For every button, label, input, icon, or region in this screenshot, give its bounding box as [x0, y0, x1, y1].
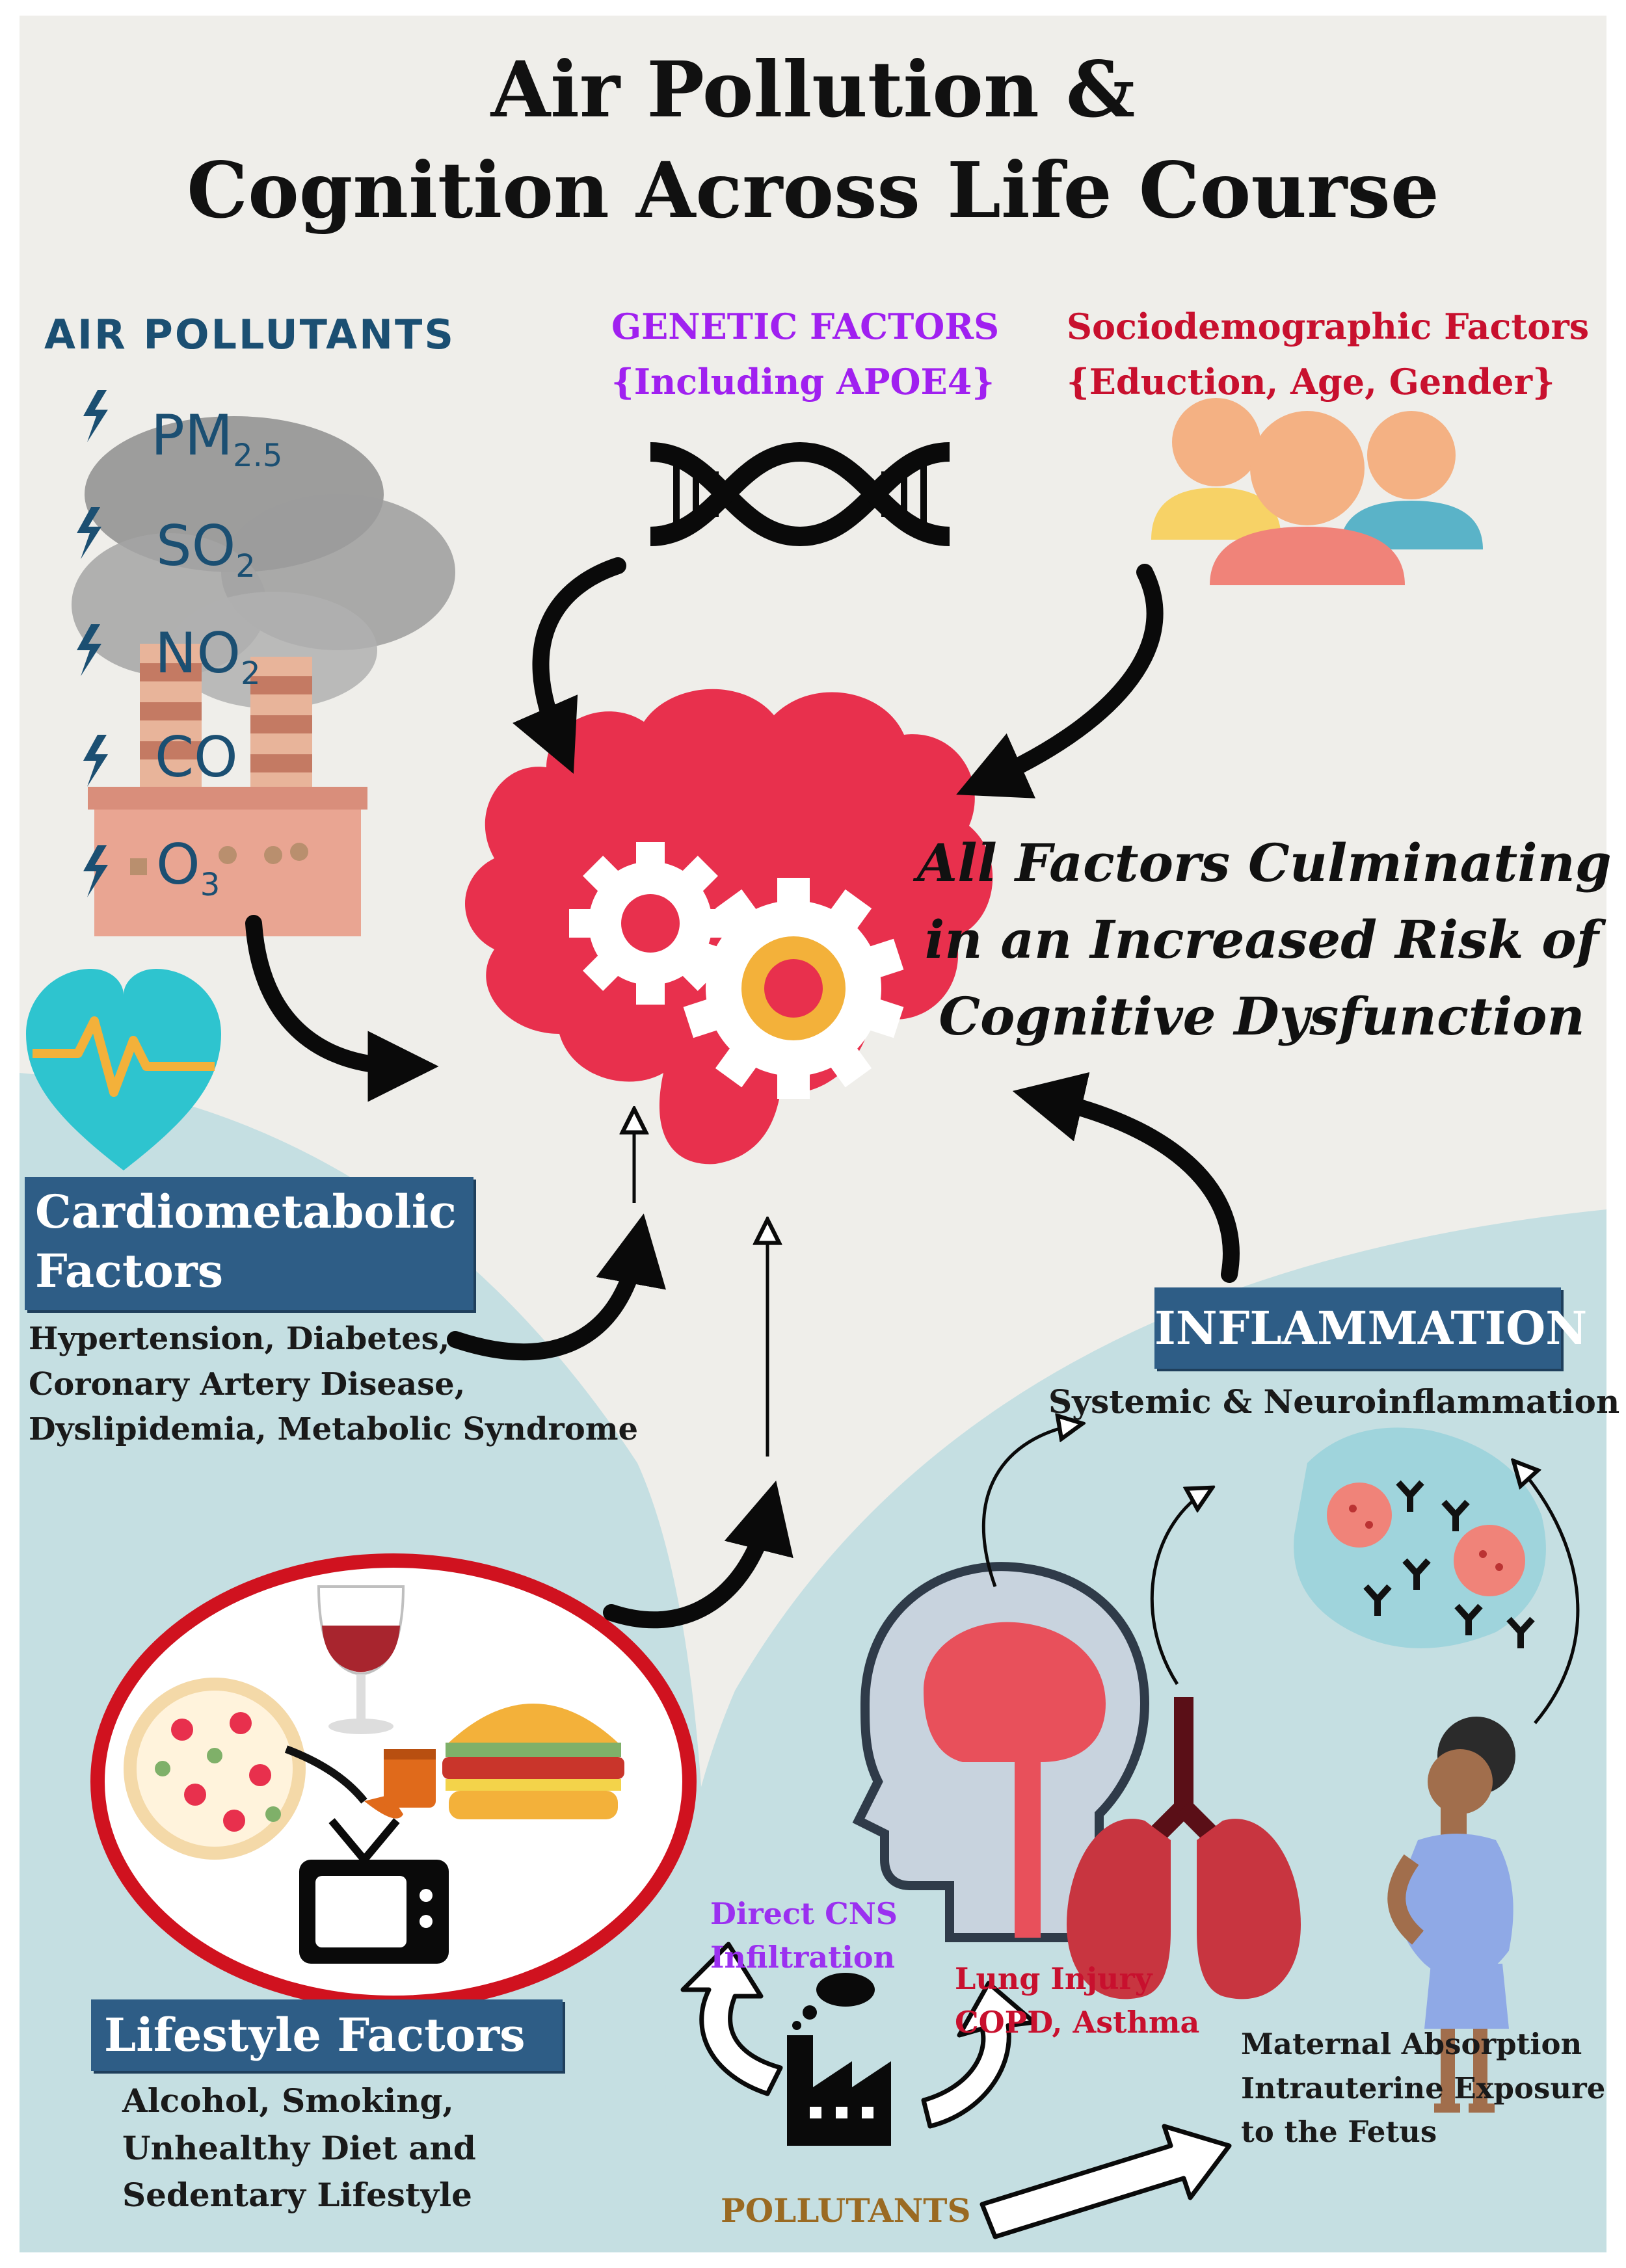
arrow-genetic-to-brain — [513, 557, 626, 774]
arrow-lungs-to-inflammation — [1150, 1489, 1210, 1685]
pollutant-base: CO — [155, 725, 238, 790]
immune-cells-icon — [1294, 1427, 1546, 1648]
maternal-label-line-2: Intrauterine Exposure — [1241, 2070, 1606, 2105]
bold-arrows — [245, 557, 1240, 1629]
factory-smoke-icon — [72, 416, 455, 936]
lightning-icon — [77, 390, 108, 897]
cardiometabolic-box-line-1: Cardiometabolic — [35, 1185, 457, 1239]
outline-arrows — [680, 1942, 1232, 2239]
wine-glass-icon — [317, 1585, 405, 1734]
pregnant-woman-icon — [1387, 1717, 1515, 2113]
conclusion-line-3: Cognitive Dysfunction — [939, 986, 1585, 1047]
cardiometabolic-box-line-2: Factors — [35, 1244, 224, 1298]
heart-pulse-icon — [26, 969, 221, 1170]
conclusion-line-2: in an Increased Risk of — [924, 909, 1599, 970]
head-brain-icon — [852, 1562, 1150, 1942]
air-pollutants-heading: AIR POLLUTANTS — [44, 311, 455, 358]
inflammation-box: INFLAMMATION — [1154, 1287, 1588, 1369]
lung-label: Lung Injury COPD, Asthma — [955, 1957, 1199, 2044]
cns-label-line-1: Direct CNS — [710, 1896, 898, 1931]
tv-icon — [299, 1818, 449, 1964]
pollutant-base: PM — [151, 403, 233, 468]
lifestyle-detail-1: Alcohol, Smoking, — [122, 2081, 454, 2120]
arrow-inflammation-to-brain — [1012, 1072, 1240, 1283]
pollutant-sub: 3 — [200, 867, 220, 903]
title-line-2: Cognition Across Life Course — [187, 145, 1439, 235]
arrow-socio-to-brain — [956, 564, 1164, 798]
lungs-icon — [1067, 1697, 1301, 1999]
conclusion-line-1: All Factors Culminating — [917, 832, 1612, 893]
pipe-icon — [284, 1745, 436, 1819]
inflammation-box-label: INFLAMMATION — [1154, 1301, 1588, 1355]
arrow-factory-to-lung — [921, 1981, 1037, 2129]
cardiometabolic-detail-3: Dyslipidemia, Metabolic Syndrome — [29, 1411, 639, 1448]
lifestyle-box-label: Lifestyle Factors — [104, 2008, 526, 2062]
brain-gears-icon — [465, 689, 993, 1165]
burger-icon — [442, 1704, 624, 1819]
lung-label-line-2: COPD, Asthma — [955, 2004, 1200, 2040]
pollutant-pm25: PM2.5 — [151, 403, 282, 474]
lifestyle-detail-3: Sedentary Lifestyle — [122, 2176, 472, 2214]
lung-label-line-1: Lung Injury — [955, 1961, 1153, 1996]
cns-label: Direct CNS Infiltration — [710, 1892, 898, 1979]
arrow-mother-to-inflammation — [1515, 1463, 1580, 1724]
pollutant-sub: 2 — [235, 548, 256, 585]
thin-arrows — [634, 1112, 1580, 1724]
sociodemographic-subtitle: {Eduction, Age, Gender} — [1067, 361, 1555, 402]
arrow-pollutants-to-brain — [245, 915, 439, 1102]
factory-icon — [787, 2035, 891, 2146]
pollutant-base: SO — [156, 514, 236, 579]
inflammation-subtitle: Systemic & Neuroinflammation — [1048, 1382, 1620, 1421]
pollutant-base: O — [156, 832, 200, 897]
pollutant-co: CO — [155, 725, 238, 796]
pollutant-o3: O3 — [156, 832, 220, 903]
cns-label-line-2: Infiltration — [710, 1939, 896, 1975]
cardiometabolic-detail-1: Hypertension, Diabetes, — [29, 1321, 450, 1357]
dna-icon — [650, 442, 950, 547]
maternal-label-line-3: to the Fetus — [1241, 2115, 1437, 2149]
pollutant-sub: 2 — [241, 655, 261, 692]
lifestyle-box: Lifestyle Factors — [91, 1999, 563, 2071]
pollutant-base: NO — [155, 621, 241, 686]
arrow-lifestyle-to-brain — [603, 1481, 793, 1629]
genetic-factors-subtitle: {Including APOE4} — [611, 361, 994, 402]
sociodemographic-title: Sociodemographic Factors — [1067, 306, 1590, 347]
arrow-head-to-inflammation — [981, 1424, 1080, 1587]
pollutant-so2: SO2 — [156, 514, 256, 585]
pizza-icon — [124, 1678, 306, 1860]
title-line-1: Air Pollution & — [490, 44, 1136, 135]
genetic-factors-title: GENETIC FACTORS — [611, 306, 1000, 347]
cardiometabolic-detail-2: Coronary Artery Disease, — [29, 1365, 466, 1403]
lifestyle-details: Alcohol, Smoking, Unhealthy Diet and Sed… — [122, 2077, 476, 2219]
people-icon — [1151, 398, 1483, 585]
pollutants-label: POLLUTANTS — [721, 2191, 971, 2230]
cardiometabolic-box: Cardiometabolic Factors — [25, 1177, 473, 1310]
maternal-label-line-1: Maternal Absorption — [1241, 2027, 1582, 2061]
cardiometabolic-details: Hypertension, Diabetes, Coronary Artery … — [29, 1317, 638, 1453]
maternal-label: Maternal Absorption Intrauterine Exposur… — [1241, 2022, 1605, 2154]
arrow-factory-to-cns — [680, 1942, 783, 2096]
arrow-factory-to-maternal — [980, 2124, 1232, 2239]
pollutant-no2: NO2 — [155, 621, 261, 692]
lifestyle-detail-2: Unhealthy Diet and — [122, 2128, 476, 2167]
pollutant-sub: 2.5 — [233, 438, 283, 474]
thought-bubble-icon — [792, 1973, 875, 2030]
arrow-cardio-to-brain — [447, 1213, 666, 1361]
